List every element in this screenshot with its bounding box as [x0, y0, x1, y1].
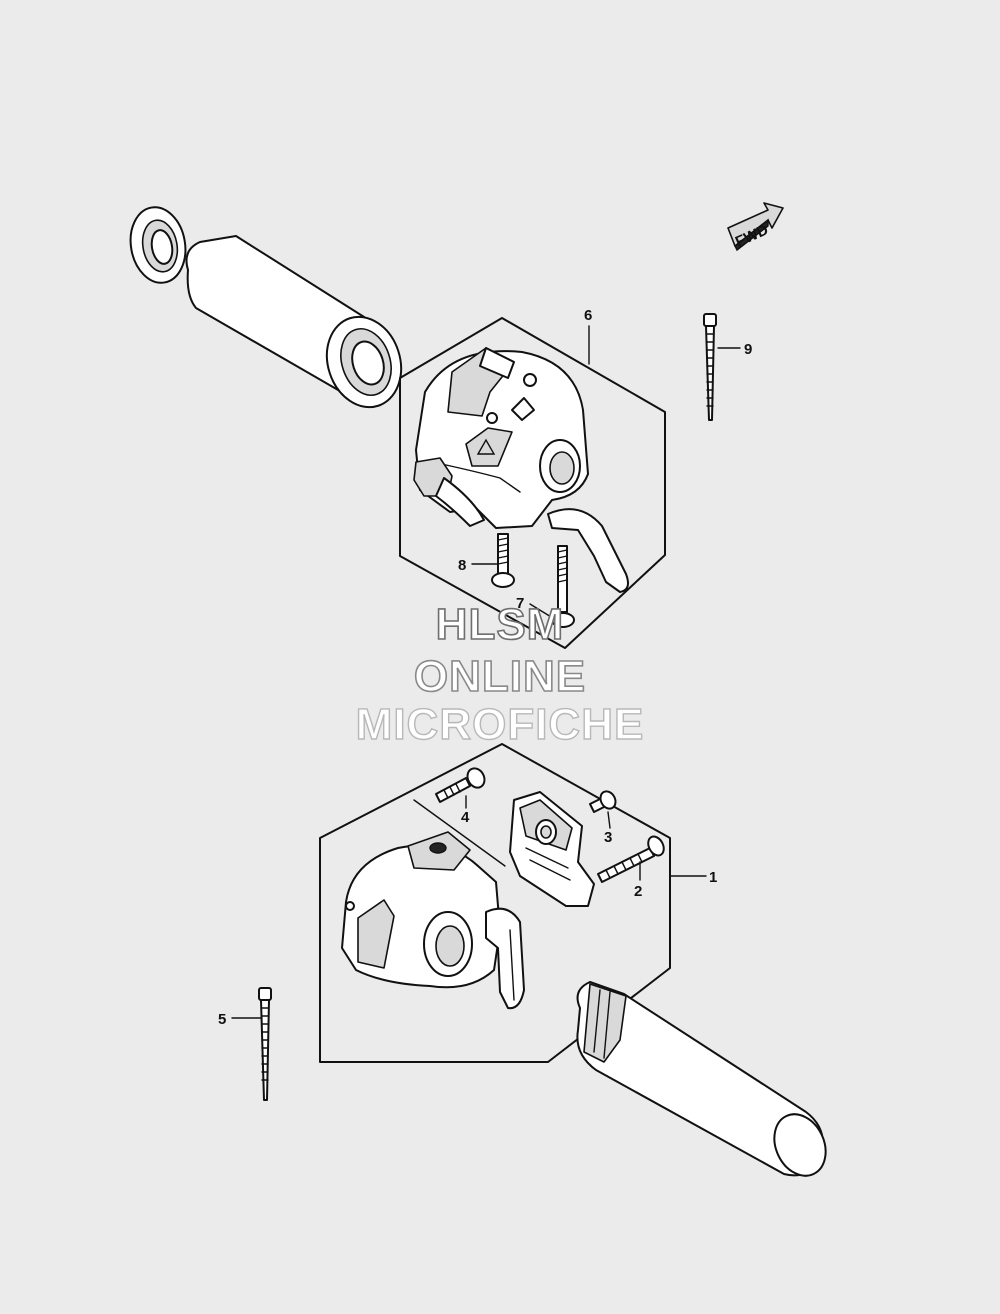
callout-leaders	[231, 325, 741, 1019]
callout-7: 7	[516, 595, 524, 612]
callout-9: 9	[744, 341, 752, 358]
left-handlebar-switch	[413, 347, 629, 593]
grip-end-ring	[129, 206, 187, 284]
screw-7	[551, 545, 575, 628]
throttle-clamp-bracket	[509, 791, 595, 907]
screw-3	[589, 790, 617, 813]
callout-numbers: 6 9 8 7 4 3 2 1 5	[218, 307, 752, 1028]
assembly-frame-lower	[319, 743, 671, 1063]
watermark-line-3: MICROFICHE	[355, 699, 645, 749]
assembly-inner-line	[413, 799, 506, 867]
watermark-line-2: ONLINE	[413, 651, 587, 702]
right-handlebar-switch	[341, 831, 525, 1010]
throttle-grip	[576, 981, 827, 1177]
callout-3: 3	[604, 829, 612, 846]
fwd-arrow-icon: FWD	[727, 202, 784, 252]
screw-2	[597, 835, 665, 883]
left-handlebar-grip	[185, 235, 403, 409]
assembly-frame-upper	[399, 317, 666, 649]
callout-8: 8	[458, 557, 466, 574]
callout-1: 1	[709, 869, 717, 886]
callout-4: 4	[461, 809, 470, 826]
callout-5: 5	[218, 1011, 226, 1028]
cable-tie-5	[258, 987, 272, 1101]
callout-6: 6	[584, 307, 592, 324]
cable-tie-9	[703, 313, 717, 421]
watermark-line-1: HLSM	[435, 599, 565, 650]
callout-2: 2	[634, 883, 642, 900]
screw-8	[491, 533, 515, 588]
screw-4	[435, 767, 486, 803]
